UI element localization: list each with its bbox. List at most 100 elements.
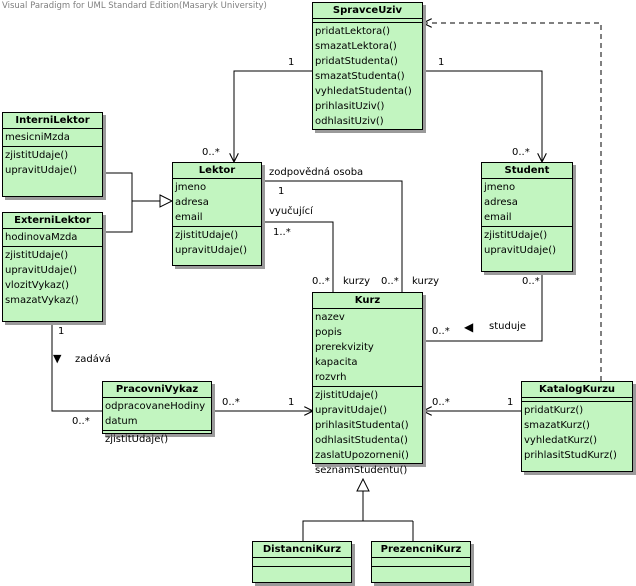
- operation: vyhledatKurz(): [524, 435, 598, 446]
- mult-externi-zadava: 1: [58, 326, 65, 337]
- attribute: email: [175, 212, 203, 223]
- class-katalogkurzu[interactable]: KatalogKurzu pridatKurz() smazatKurz() v…: [521, 381, 633, 472]
- generalization-externilektor: [103, 201, 133, 233]
- class-operations: zjistitUdaje() upravitUdaje(): [482, 227, 572, 259]
- class-distancnikurz[interactable]: DistancniKurz: [252, 541, 352, 583]
- generalization-triangle-lektor: [159, 194, 174, 208]
- role-kurzy-2: kurzy: [412, 276, 440, 287]
- mult-vykaz-zadava: 0..*: [72, 416, 90, 427]
- attribute: adresa: [484, 197, 518, 208]
- class-lektor[interactable]: Lektor jmeno adresa email zjistitUdaje()…: [172, 162, 262, 266]
- attribute: email: [484, 212, 512, 223]
- class-operations: zjistitUdaje() upravitUdaje(): [173, 227, 261, 259]
- class-operations: zjistitUdaje(): [103, 431, 211, 448]
- class-name: Kurz: [313, 293, 422, 309]
- operation: odhlasitUziv(): [315, 116, 384, 127]
- operation: vlozitVykaz(): [5, 280, 70, 291]
- operation: pridatLektora(): [315, 26, 391, 37]
- class-operations: zjistitUdaje() upravitUdaje(): [3, 147, 102, 179]
- class-externilektor[interactable]: ExterniLektor hodinovaMzda zjistitUdaje(…: [2, 212, 103, 322]
- operation: zjistitUdaje(): [105, 434, 169, 445]
- generalization-internilektor: [103, 172, 133, 201]
- operation: seznamStudentu(): [315, 465, 408, 476]
- class-name: PrezencniKurz: [372, 542, 470, 558]
- assoc-zodpovedna-osoba: [262, 180, 403, 292]
- class-student[interactable]: Student jmeno adresa email zjistitUdaje(…: [481, 162, 573, 272]
- class-attributes: mesicniMzda: [3, 129, 102, 147]
- mult-vyucujici: 1..*: [273, 227, 291, 238]
- class-attributes: hodinovaMzda: [3, 229, 102, 247]
- class-attributes: odpracovaneHodiny datum: [103, 398, 211, 431]
- watermark: Visual Paradigm for UML Standard Edition…: [2, 1, 267, 11]
- attribute: prerekvizity: [315, 342, 374, 353]
- mult-spravce-lektor-many: 0..*: [202, 147, 220, 158]
- class-operations: [253, 567, 351, 575]
- dependency-katalog-spravce: [423, 23, 602, 381]
- generalization-distancni: [302, 520, 413, 541]
- assoc-zadava: [51, 322, 103, 412]
- operation: prihlasitStudKurz(): [524, 450, 617, 461]
- role-kurzy-1: kurzy: [343, 276, 371, 287]
- generalization-triangle-kurz: [356, 477, 370, 492]
- operation: upravitUdaje(): [5, 165, 78, 176]
- mult-spravce-student-1: 1: [438, 57, 445, 68]
- attribute: hodinovaMzda: [5, 232, 78, 243]
- class-attributes: jmeno adresa email: [482, 179, 572, 227]
- class-attributes: [313, 19, 422, 23]
- class-operations: [372, 567, 470, 575]
- role-studuje: studuje: [489, 321, 527, 332]
- mult-katalog-kurz-1: 1: [507, 397, 514, 408]
- operation: odhlasitStudenta(): [315, 435, 408, 446]
- class-operations: zjistitUdaje() upravitUdaje() vlozitVyka…: [3, 247, 102, 309]
- role-vyucujici: vyučující: [269, 206, 313, 217]
- mult-student-studuje: 0..*: [522, 276, 540, 287]
- class-operations: zjistitUdaje() upravitUdaje() prihlasitS…: [313, 387, 422, 479]
- operation: smazatVykaz(): [5, 295, 79, 306]
- class-name: KatalogKurzu: [522, 382, 632, 398]
- operation: upravitUdaje(): [484, 245, 557, 256]
- role-zadava: zadává: [75, 354, 111, 365]
- mult-spravce-student-many: 0..*: [512, 147, 530, 158]
- class-attributes: [372, 558, 470, 567]
- class-name: PracovniVykaz: [103, 382, 211, 398]
- operation: smazatStudenta(): [315, 71, 405, 82]
- mult-kurz-studuje: 0..*: [432, 326, 450, 337]
- class-attributes: [522, 398, 632, 402]
- direction-arrow-zadava: ▼: [53, 352, 62, 365]
- operation: prihlasitUziv(): [315, 101, 385, 112]
- operation: smazatLektora(): [315, 41, 397, 52]
- operation: prihlasitStudenta(): [315, 420, 409, 431]
- attribute: rozvrh: [315, 372, 347, 383]
- attribute: mesicniMzda: [5, 132, 70, 143]
- operation: upravitUdaje(): [5, 265, 78, 276]
- attribute: kapacita: [315, 357, 358, 368]
- operation: zaslatUpozorneni(): [315, 450, 409, 461]
- class-name: SpravceUziv: [313, 3, 422, 19]
- operation: zjistitUdaje(): [175, 230, 239, 241]
- operation: smazatKurz(): [524, 420, 590, 431]
- assoc-studuje: [423, 272, 543, 342]
- operation: pridatStudenta(): [315, 56, 398, 67]
- attribute: nazev: [315, 312, 345, 323]
- class-operations: pridatKurz() smazatKurz() vyhledatKurz()…: [522, 402, 632, 464]
- role-zodpovedna-osoba: zodpovědná osoba: [269, 167, 364, 178]
- class-attributes: jmeno adresa email: [173, 179, 261, 227]
- class-operations: pridatLektora() smazatLektora() pridatSt…: [313, 23, 422, 130]
- class-prezencnikurz[interactable]: PrezencniKurz: [371, 541, 471, 583]
- mult-katalog-kurz-many: 0..*: [432, 397, 450, 408]
- mult-vykaz-kurz-1: 1: [288, 397, 295, 408]
- mult-kurzy-1: 0..*: [312, 276, 330, 287]
- class-kurz[interactable]: Kurz nazev popis prerekvizity kapacita r…: [312, 292, 423, 476]
- class-name: DistancniKurz: [253, 542, 351, 558]
- class-internilektor[interactable]: InterniLektor mesicniMzda zjistitUdaje()…: [2, 112, 103, 197]
- class-spravceuziv[interactable]: SpravceUziv pridatLektora() smazatLektor…: [312, 2, 423, 130]
- assoc-spravce-student: [423, 70, 542, 162]
- mult-spravce-lektor-1: 1: [288, 57, 295, 68]
- operation: zjistitUdaje(): [484, 230, 548, 241]
- class-attributes: [253, 558, 351, 567]
- attribute: datum: [105, 416, 138, 427]
- class-pracovnivykaz[interactable]: PracovniVykaz odpracovaneHodiny datum zj…: [102, 381, 212, 445]
- attribute: odpracovaneHodiny: [105, 401, 206, 412]
- attribute: popis: [315, 327, 342, 338]
